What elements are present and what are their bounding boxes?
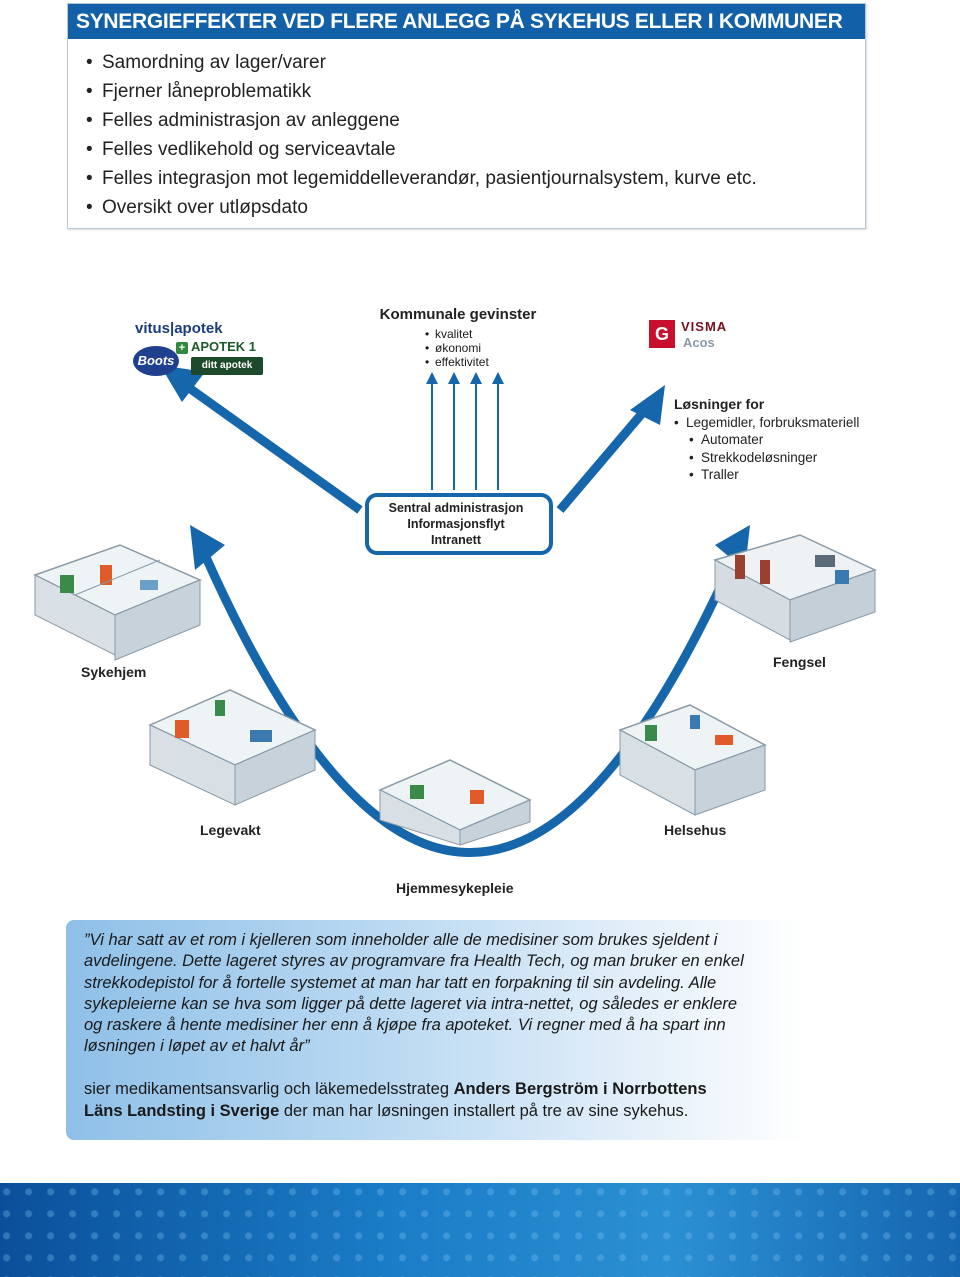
kommunale-item: effektivitet bbox=[425, 355, 576, 369]
label-fengsel: Fengsel bbox=[773, 654, 826, 670]
quote-attribution: sier medikamentsansvarlig och läkemedels… bbox=[84, 1080, 707, 1120]
quote-line: og raskere å hente medisiner her enn å k… bbox=[84, 1016, 726, 1035]
arc-arrow-left bbox=[190, 525, 225, 570]
losninger-item: Automater bbox=[674, 431, 960, 449]
diag-arrow-right bbox=[556, 407, 649, 513]
visma-logo: VISMA bbox=[681, 319, 728, 334]
losninger-item: Traller bbox=[674, 466, 960, 484]
bottom-band bbox=[0, 1183, 960, 1277]
attribution-name: Anders Bergström i Norrbottens bbox=[453, 1080, 707, 1098]
quote-text: ”Vi har satt av et rom i kjelleren som i… bbox=[84, 930, 804, 1058]
label-helsehus: Helsehus bbox=[664, 822, 727, 838]
synergy-list: Samordning av lager/varer Fjerner lånepr… bbox=[86, 48, 757, 222]
losninger-item: Legemidler, forbruksmateriell bbox=[674, 414, 960, 432]
boots-logo: Boots bbox=[133, 346, 179, 376]
losninger-block: Løsninger for Legemidler, forbruksmateri… bbox=[674, 396, 960, 484]
kommunale-item: kvalitet bbox=[425, 327, 576, 341]
diag-arrow-left bbox=[182, 381, 363, 514]
g-logo: G bbox=[649, 320, 675, 348]
sentral-line: Informasjonsflyt bbox=[407, 517, 505, 531]
losninger-title: Løsninger for bbox=[674, 396, 765, 412]
building-sykehjem bbox=[33, 544, 202, 661]
up-arrows bbox=[431, 382, 499, 490]
kommunale-item: økonomi bbox=[425, 341, 576, 355]
sentral-box bbox=[365, 493, 553, 555]
attribution-org: Läns Landsting i Sverige bbox=[84, 1102, 280, 1120]
quote-box bbox=[66, 920, 806, 1140]
quote-line: ”Vi har satt av et rom i kjelleren som i… bbox=[84, 931, 718, 949]
label-sykehjem: Sykehjem bbox=[81, 664, 147, 680]
synergy-item: Felles administrasjon av anleggene bbox=[86, 106, 757, 135]
synergy-title: SYNERGIEFFEKTER VED FLERE ANLEGG PÅ SYKE… bbox=[68, 4, 865, 39]
synergy-item: Oversikt over utløpsdato bbox=[86, 193, 757, 222]
ditt-apotek-logo: ditt apotek bbox=[191, 357, 263, 375]
acos-logo: Acos bbox=[683, 335, 715, 350]
sentral-line: Intranett bbox=[431, 533, 481, 547]
sentral-line: Sentral administrasjon bbox=[388, 501, 524, 515]
synergy-item: Felles vedlikehold og serviceavtale bbox=[86, 135, 757, 164]
kommunale-gevinster: Kommunale gevinster kvalitet økonomi eff… bbox=[340, 306, 576, 369]
building-fengsel bbox=[713, 534, 877, 643]
label-legevakt: Legevakt bbox=[200, 822, 261, 838]
building-helsehus bbox=[618, 704, 767, 816]
main-arc bbox=[200, 553, 740, 857]
sentral-text: Sentral administrasjon Informasjonsflyt … bbox=[370, 500, 542, 548]
synergy-item: Samordning av lager/varer bbox=[86, 48, 757, 77]
losninger-list: Legemidler, forbruksmateriell Automater … bbox=[674, 414, 960, 484]
kommunale-title: Kommunale gevinster bbox=[379, 306, 537, 323]
synergy-item: Felles integrasjon mot legemiddelleveran… bbox=[86, 164, 757, 193]
building-legevakt bbox=[148, 689, 317, 806]
label-hjemmesykepleie: Hjemmesykepleie bbox=[396, 880, 514, 896]
quote-line: strekkodepistol for å fortelle systemet … bbox=[84, 973, 717, 992]
plus-icon: + bbox=[176, 342, 188, 354]
apotek1-logo: +APOTEK 1 bbox=[176, 339, 256, 354]
vitus-apotek-logo: vitus|apotek bbox=[135, 320, 223, 337]
quote-line: sykepleierne kan se hva som ligger på de… bbox=[84, 994, 738, 1013]
quote-line: avdelingene. Dette lageret styres av pro… bbox=[84, 952, 744, 971]
synergy-box: SYNERGIEFFEKTER VED FLERE ANLEGG PÅ SYKE… bbox=[67, 3, 866, 229]
losninger-item: Strekkodeløsninger bbox=[674, 449, 960, 467]
building-hjemmesykepleie bbox=[378, 759, 532, 846]
quote-line: løsningen i løpet av et halvt år” bbox=[84, 1037, 310, 1056]
kommunale-list: kvalitet økonomi effektivitet bbox=[340, 327, 576, 369]
synergy-item: Fjerner låneproblematikk bbox=[86, 77, 757, 106]
